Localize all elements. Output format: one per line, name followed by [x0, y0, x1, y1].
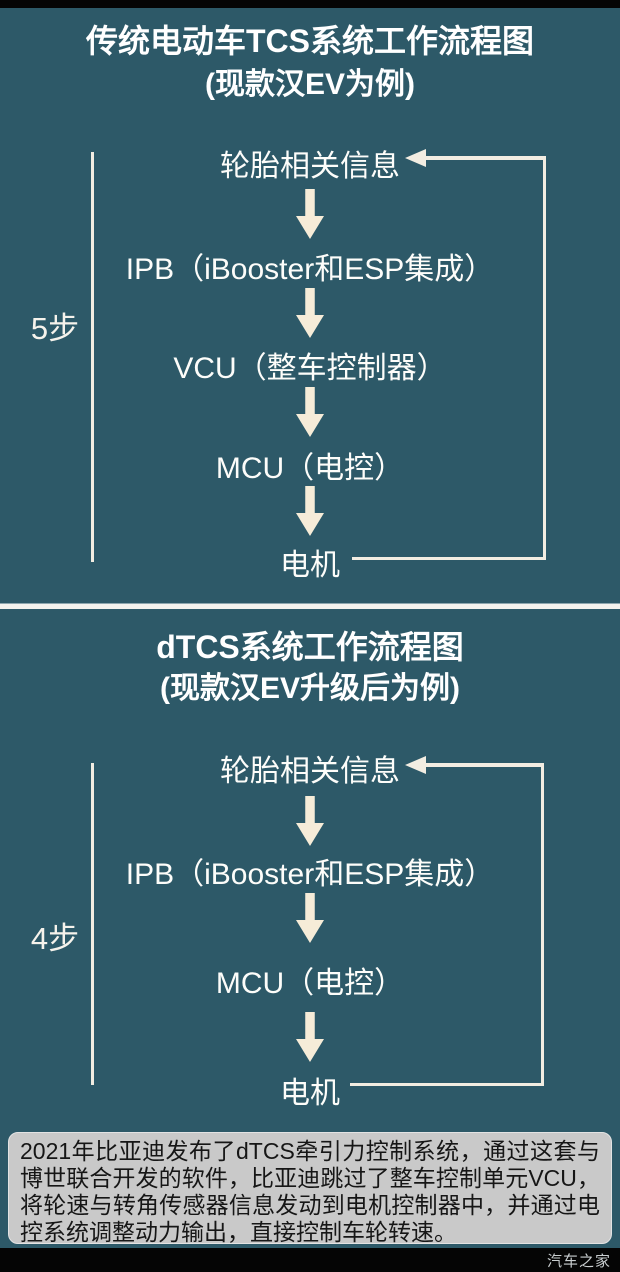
flow-node-mcu: MCU（电控）	[215, 452, 405, 485]
flow-node-mcu: MCU（电控）	[215, 967, 405, 1000]
description-note-text: 2021年比亚迪发布了dTCS牵引力控制系统，通过这套与博世联合开发的软件，比亚…	[20, 1138, 600, 1244]
panel1-subtitle: (现款汉EV为例)	[205, 68, 415, 101]
down-arrow-icon	[296, 189, 324, 239]
down-arrow-icon	[296, 486, 324, 536]
feedback-line-bottom	[352, 557, 546, 560]
flow-node-ipb: IPB（iBooster和ESP集成）	[125, 858, 495, 891]
steps-bracket-line	[91, 763, 94, 1085]
top-black-bar	[0, 0, 620, 8]
flow-node-motor: 电机	[280, 1077, 340, 1110]
feedback-line-top	[424, 156, 546, 160]
flow-node-vcu: VCU（整车控制器）	[173, 352, 447, 385]
flow-node-tire-info: 轮胎相关信息	[220, 150, 400, 183]
bottom-black-bar: 汽车之家	[0, 1248, 620, 1272]
description-note-box: 2021年比亚迪发布了dTCS牵引力控制系统，通过这套与博世联合开发的软件，比亚…	[8, 1132, 612, 1244]
down-arrow-icon	[296, 796, 324, 846]
feedback-line-bottom	[350, 1083, 544, 1086]
flow-node-motor: 电机	[280, 549, 340, 582]
panel2-subtitle: (现款汉EV升级后为例)	[160, 672, 460, 705]
watermark-autohome: 汽车之家	[546, 1252, 611, 1270]
down-arrow-icon	[296, 1012, 324, 1062]
down-arrow-icon	[296, 288, 324, 338]
panel1-title: 传统电动车TCS系统工作流程图	[85, 23, 534, 59]
steps-bracket-line	[91, 152, 94, 562]
feedback-line-right	[541, 763, 544, 1085]
flow-node-tire-info: 轮胎相关信息	[220, 755, 400, 788]
feedback-line-top	[424, 763, 544, 767]
down-arrow-icon	[296, 387, 324, 437]
steps-count-label: 5步	[30, 311, 80, 346]
feedback-line-right	[543, 156, 546, 560]
down-arrow-icon	[296, 893, 324, 943]
feedback-arrowhead-icon	[405, 756, 426, 774]
panel2-title: dTCS系统工作流程图	[156, 629, 464, 665]
flow-node-ipb: IPB（iBooster和ESP集成）	[125, 253, 495, 286]
feedback-arrowhead-icon	[405, 149, 426, 167]
steps-count-label: 4步	[30, 921, 80, 956]
panel-divider-line	[0, 603, 620, 609]
